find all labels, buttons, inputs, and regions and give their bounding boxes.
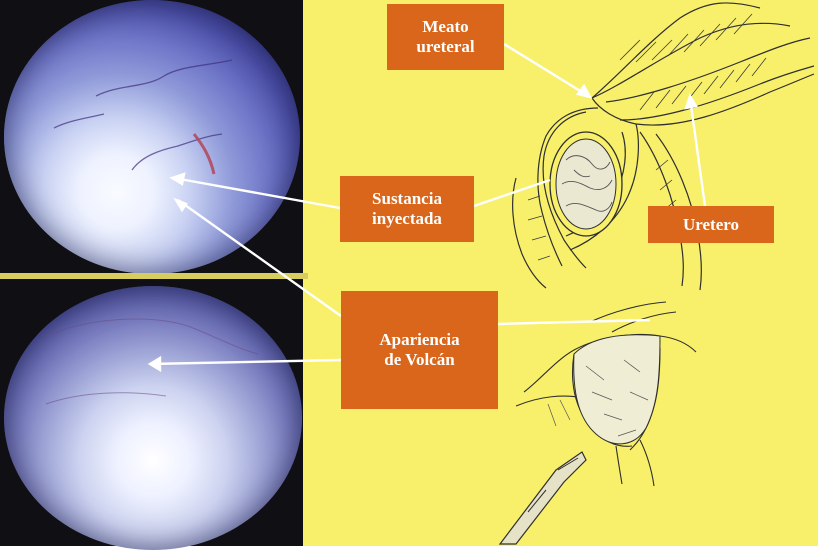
illustration-panel <box>303 0 818 546</box>
endoscopic-view-injected <box>4 0 300 274</box>
label-apariencia-line1: Apariencia <box>379 330 459 350</box>
label-sustancia-line2: inyectada <box>372 209 442 229</box>
label-sustancia-line1: Sustancia <box>372 189 442 209</box>
label-meato-line2: ureteral <box>416 37 474 57</box>
endoscopic-view-volcano <box>4 286 302 550</box>
label-meato-line1: Meato <box>416 17 474 37</box>
photo-divider <box>0 273 308 279</box>
label-uretero-text: Uretero <box>683 215 739 235</box>
label-uretero: Uretero <box>648 206 774 243</box>
label-apariencia-line2: de Volcán <box>379 350 459 370</box>
